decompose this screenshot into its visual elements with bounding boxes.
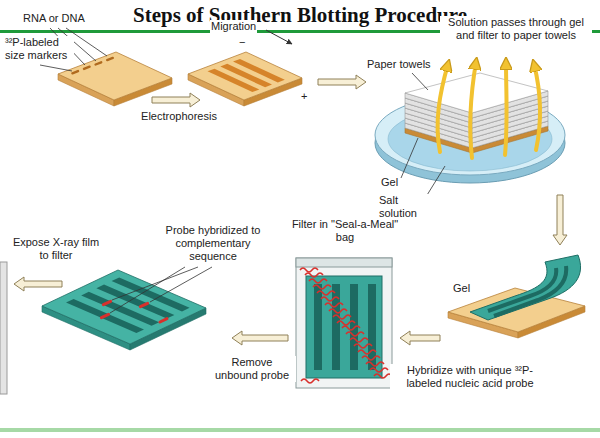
seal-bag [350, 338, 368, 342]
seal-bag [329, 309, 347, 313]
leader-line [110, 267, 212, 313]
paper-towel-stack [405, 73, 548, 153]
step-arrow [553, 195, 567, 245]
callout-label: Gel [452, 282, 471, 295]
filter-sheet [112, 277, 190, 311]
seal-bag [346, 332, 364, 336]
filter-sheet [470, 255, 581, 320]
flow-arrow [534, 64, 540, 150]
callout-label: Remove unbound probe [208, 356, 296, 382]
gel-slab [72, 71, 78, 73]
gel-slab [58, 52, 172, 100]
step-arrow [318, 75, 366, 89]
callout-label: Expose X-ray film to filter [8, 236, 104, 262]
callout-label: Solution passes through gel and filter t… [440, 16, 592, 42]
seal-bag [314, 284, 322, 370]
seal-bag [337, 321, 355, 325]
leader-line [112, 267, 198, 300]
leader-line [150, 267, 212, 302]
seal-bag [309, 279, 327, 283]
x-ray-film [0, 262, 7, 394]
probe-mark [160, 319, 167, 322]
seal-bag [342, 326, 360, 330]
seal-bag [354, 344, 372, 348]
seal-bag [366, 362, 384, 366]
callout-label: ³²P-labeled size markers [4, 36, 74, 62]
flow-arrow [505, 62, 507, 155]
step-arrow [400, 331, 440, 345]
seal-bag [296, 258, 392, 388]
seal-bag [300, 268, 318, 272]
leader-line [401, 138, 418, 178]
flow-arrow [438, 62, 540, 158]
callout-label: Electrophoresis [138, 110, 220, 123]
leader-line [401, 73, 445, 200]
gel-slab [188, 52, 302, 106]
seal-bag [313, 285, 331, 289]
step-arrow [232, 331, 288, 345]
callout-label: Paper towels [366, 58, 432, 71]
leader-line [412, 73, 428, 90]
callout-label: Salt solution [378, 194, 436, 220]
gel-slab [72, 58, 112, 73]
callout-label: RNA or DNA [22, 12, 86, 25]
seal-bag [362, 356, 380, 360]
seal-bag [321, 297, 339, 301]
flow-arrow [438, 64, 448, 152]
leader-line [110, 267, 185, 313]
gel-slab [233, 59, 285, 82]
probe-mark [140, 303, 147, 306]
seal-bag [358, 350, 376, 354]
seal-bag [296, 258, 392, 267]
gel-slab [107, 58, 113, 60]
migration-arrow [266, 30, 292, 44]
probe-mark [103, 301, 110, 304]
flow-arrow [470, 62, 476, 158]
callout-label: Migration [210, 20, 257, 33]
callout-label: Hybridize with unique ³²P-labeled nuclei… [390, 364, 550, 390]
leader-line [40, 65, 72, 71]
callout-label: + [300, 90, 308, 103]
seal-bag [333, 315, 351, 319]
seal-bag [305, 273, 323, 277]
filter-sheet [42, 270, 206, 344]
callout-label: Probe hybridized to complementary sequen… [150, 224, 276, 263]
seal-bag [317, 291, 335, 295]
callout-label: Filter in "Seal-a-Meal" bag [284, 218, 406, 244]
gel-slab [96, 62, 102, 64]
seal-bag [325, 303, 343, 307]
probe-mark [101, 301, 167, 322]
paper-towel-stack [405, 73, 548, 113]
step-arrow [14, 277, 62, 291]
seal-bag [370, 368, 388, 372]
gel-slab [188, 52, 302, 100]
filter-sheet [488, 266, 566, 316]
callout-label: − [238, 36, 246, 49]
callout-label: Gel [380, 176, 399, 189]
filter-sheet [42, 270, 206, 350]
seal-bag [296, 258, 392, 388]
gel-slab [84, 67, 90, 69]
filter-sheet [470, 255, 581, 320]
step-arrow [152, 93, 200, 107]
bottom-rule [0, 428, 600, 432]
filter-sheet [494, 266, 566, 316]
seal-bag [301, 379, 319, 383]
probe-mark [101, 314, 108, 317]
